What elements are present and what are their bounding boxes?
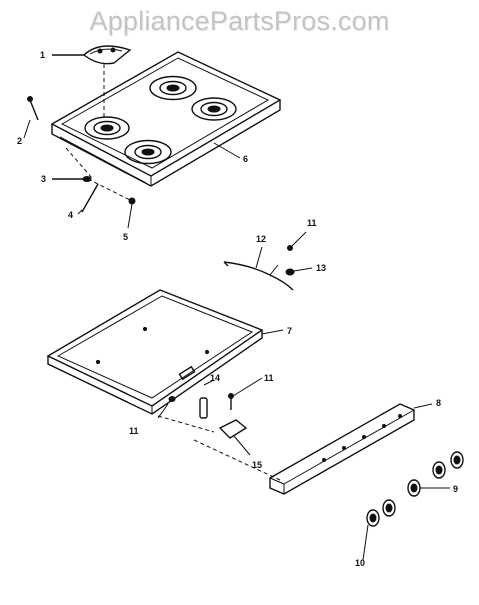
burner-back-right [191,97,237,121]
knob-2 [432,461,446,479]
callout-8: 8 [436,398,441,408]
burner-back-left [149,75,197,101]
callout-15: 15 [252,460,262,470]
callout-4: 4 [68,210,73,220]
callout-7: 7 [287,326,292,336]
callout-11-top: 11 [307,218,317,228]
watermark: AppliancePartsPros.com [89,6,390,36]
knob-3 [450,451,464,469]
clip-hardware [157,377,281,481]
burner-front-left [84,116,130,140]
wire-bracket-12 [223,231,313,291]
screw-2 [23,96,39,139]
hardware-3-4-5 [52,147,136,229]
callout-13: 13 [316,263,326,273]
callout-12: 12 [256,234,266,244]
burner-cap [52,45,132,118]
knob-5 [382,499,396,517]
callout-11-right: 11 [264,373,274,383]
callout-2: 2 [17,136,22,146]
burner-front-right [124,139,172,165]
knob-4 [366,509,380,527]
callout-9: 9 [453,484,458,494]
control-panel-8 [269,403,433,495]
callout-14: 14 [210,373,220,383]
callout-6: 6 [243,154,248,164]
callout-11-left: 11 [129,426,139,436]
callout-1: 1 [40,50,45,60]
cooktop-top [50,51,282,187]
callout-3: 3 [41,174,46,184]
callout-5: 5 [123,232,128,242]
knob-1 [407,479,421,497]
callout-10: 10 [355,558,365,568]
bottom-pan-7 [46,289,284,415]
